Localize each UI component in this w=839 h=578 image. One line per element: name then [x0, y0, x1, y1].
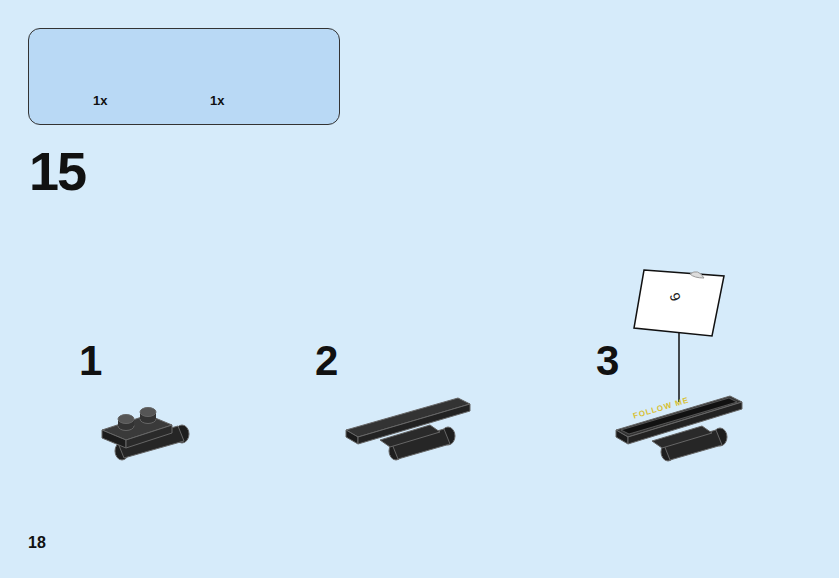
- page-number: 18: [28, 534, 46, 552]
- quantity-label: 1x: [93, 93, 107, 108]
- sticker-callout: 6: [632, 268, 726, 340]
- tile-with-sticker: [616, 396, 742, 461]
- quantity-label: 1x: [210, 93, 224, 108]
- tile-on-plate: [346, 398, 470, 460]
- callout-number: 1: [79, 337, 102, 385]
- callout-number: 2: [315, 337, 338, 385]
- callout-number: 3: [596, 337, 619, 385]
- parts-list-panel: 1x 1x: [28, 28, 340, 125]
- step-number: 15: [29, 140, 85, 202]
- sticker-box-outline: [632, 268, 726, 340]
- plate-with-clips: [102, 408, 189, 461]
